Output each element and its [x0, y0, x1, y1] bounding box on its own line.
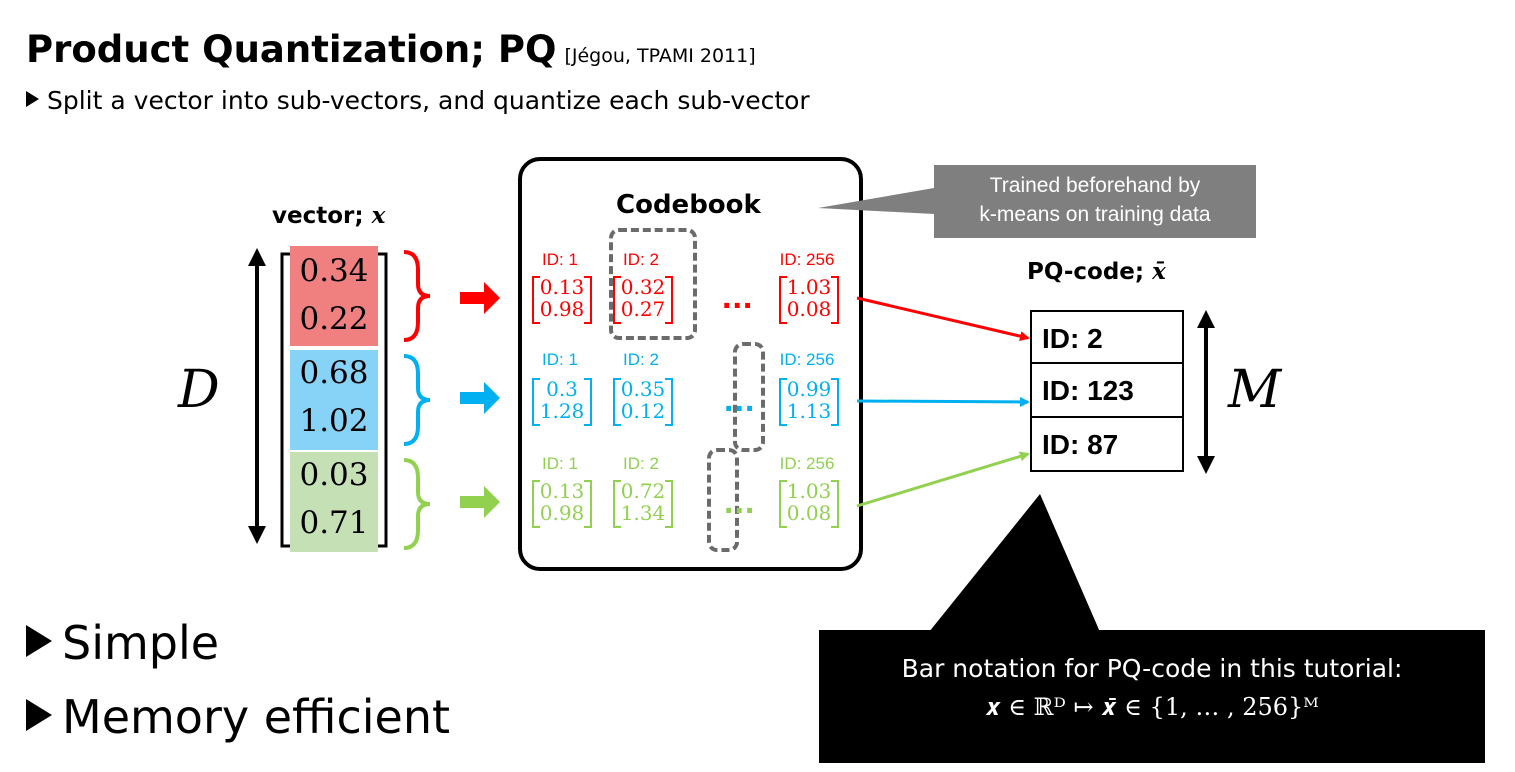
- vector-value: 0.68: [299, 355, 369, 391]
- ellipsis: ...: [724, 381, 756, 419]
- subtitle-text: Split a vector into sub-vectors, and qua…: [47, 86, 810, 115]
- codebook-box: [518, 157, 863, 571]
- notation-note: Bar notation for PQ-code in this tutoria…: [819, 630, 1485, 763]
- dimension-m-label: M: [1228, 360, 1282, 420]
- bullet-arrow-icon: [26, 91, 39, 107]
- codeword-value: 0.72: [620, 479, 666, 503]
- vector-value: 0.22: [299, 301, 369, 337]
- selected-codeword-highlight: [707, 448, 739, 552]
- vector-value: 0.03: [299, 457, 369, 493]
- bullet-item: Simple: [26, 616, 219, 670]
- codebook-id: ID: 1: [542, 350, 578, 369]
- codeword-value: 0.13: [539, 479, 585, 503]
- green-block-arrow: [460, 486, 500, 518]
- pq-code-label: PQ-code; x̄: [1027, 258, 1166, 285]
- green-assign-arrow: [856, 451, 1030, 508]
- page-title: Product Quantization; PQ [Jégou, TPAMI 20…: [26, 28, 756, 71]
- bullet-item: Memory efficient: [26, 690, 450, 744]
- callout-line: k-means on training data: [979, 203, 1211, 226]
- bullet-arrow-icon: [26, 625, 52, 657]
- pq-code-cell: ID: 123: [1030, 364, 1184, 418]
- red-brace: [403, 250, 431, 342]
- title-text: Product Quantization; PQ: [26, 28, 557, 71]
- subtitle: Split a vector into sub-vectors, and qua…: [26, 86, 810, 115]
- blue-assign-arrow: [856, 396, 1030, 407]
- bullet-arrow-icon: [26, 699, 52, 731]
- codeword-value: 1.34: [620, 501, 666, 525]
- vector-segment-2: 0.68 1.02: [290, 350, 378, 450]
- codeword-value: 0.12: [620, 399, 666, 423]
- codeword-value: 1.28: [539, 399, 585, 423]
- codebook-id: ID: 256: [779, 350, 835, 369]
- codeword-value: 1.03: [786, 275, 832, 299]
- m-double-arrow: [1197, 310, 1215, 474]
- green-brace: [403, 458, 431, 550]
- bullet-text: Simple: [62, 616, 220, 670]
- red-assign-arrow: [856, 296, 1030, 342]
- vector-value: 0.34: [299, 253, 369, 289]
- codebook-id: ID: 2: [623, 454, 659, 473]
- codeword-value: 0.08: [786, 501, 832, 525]
- codebook-title: Codebook: [616, 190, 761, 220]
- codebook-id: ID: 2: [623, 350, 659, 369]
- bullet-text: Memory efficient: [62, 690, 451, 744]
- dimension-d-label: D: [178, 360, 220, 420]
- note-line-2: 𝒙 ∈ ℝᴰ ↦ 𝒙̄ ∈ {1, … , 256}ᴹ: [985, 693, 1319, 721]
- codeword-value: 0.99: [786, 377, 832, 401]
- vector-segment-3: 0.03 0.71: [290, 452, 378, 552]
- vector-value: 1.02: [299, 403, 369, 439]
- vector-brackets: [280, 252, 388, 548]
- note-pointer: [929, 494, 1100, 632]
- codebook-id: ID: 256: [779, 454, 835, 473]
- vector-label: vector; x: [272, 202, 385, 229]
- pq-code-cell: ID: 87: [1030, 418, 1184, 472]
- note-line-1: Bar notation for PQ-code in this tutoria…: [901, 654, 1403, 683]
- codeword-value: 0.3: [546, 377, 578, 401]
- ellipsis: ...: [722, 278, 754, 316]
- pq-code-table: ID: 2 ID: 123 ID: 87: [1030, 310, 1184, 472]
- vector-value: 0.71: [299, 505, 369, 541]
- selected-codeword-highlight: [609, 228, 697, 340]
- d-double-arrow: [248, 248, 266, 544]
- codeword-value: 0.13: [539, 275, 585, 299]
- codebook-id: ID: 256: [779, 250, 835, 269]
- pq-code-label-text: PQ-code;: [1027, 259, 1153, 285]
- codebook-id: ID: 1: [542, 250, 578, 269]
- codeword-value: 0.98: [539, 297, 585, 321]
- codebook-id: ID: 2: [623, 250, 659, 269]
- codeword-value: 0.32: [620, 275, 666, 299]
- citation: [Jégou, TPAMI 2011]: [564, 45, 756, 67]
- blue-brace: [403, 354, 431, 446]
- vector-label-var: x: [371, 202, 386, 229]
- training-callout: Trained beforehand by k-means on trainin…: [934, 165, 1256, 238]
- callout-line: Trained beforehand by: [989, 174, 1201, 197]
- selected-codeword-highlight: [733, 342, 765, 452]
- codeword-value: 0.35: [620, 377, 666, 401]
- codebook-id: ID: 1: [542, 454, 578, 473]
- ellipsis: ...: [724, 483, 756, 521]
- codeword-value: 0.98: [539, 501, 585, 525]
- red-block-arrow: [460, 282, 500, 314]
- codeword-value: 1.13: [786, 399, 832, 423]
- pq-code-cell: ID: 2: [1030, 310, 1184, 364]
- codeword-value: 0.27: [620, 297, 666, 321]
- codeword-value: 0.08: [786, 297, 832, 321]
- vector-segment-1: 0.34 0.22: [290, 246, 378, 346]
- pq-code-label-var: x̄: [1152, 258, 1166, 285]
- codeword-value: 1.03: [786, 479, 832, 503]
- vector-label-text: vector;: [272, 203, 372, 229]
- blue-block-arrow: [460, 382, 500, 414]
- callout-pointer: [818, 188, 934, 214]
